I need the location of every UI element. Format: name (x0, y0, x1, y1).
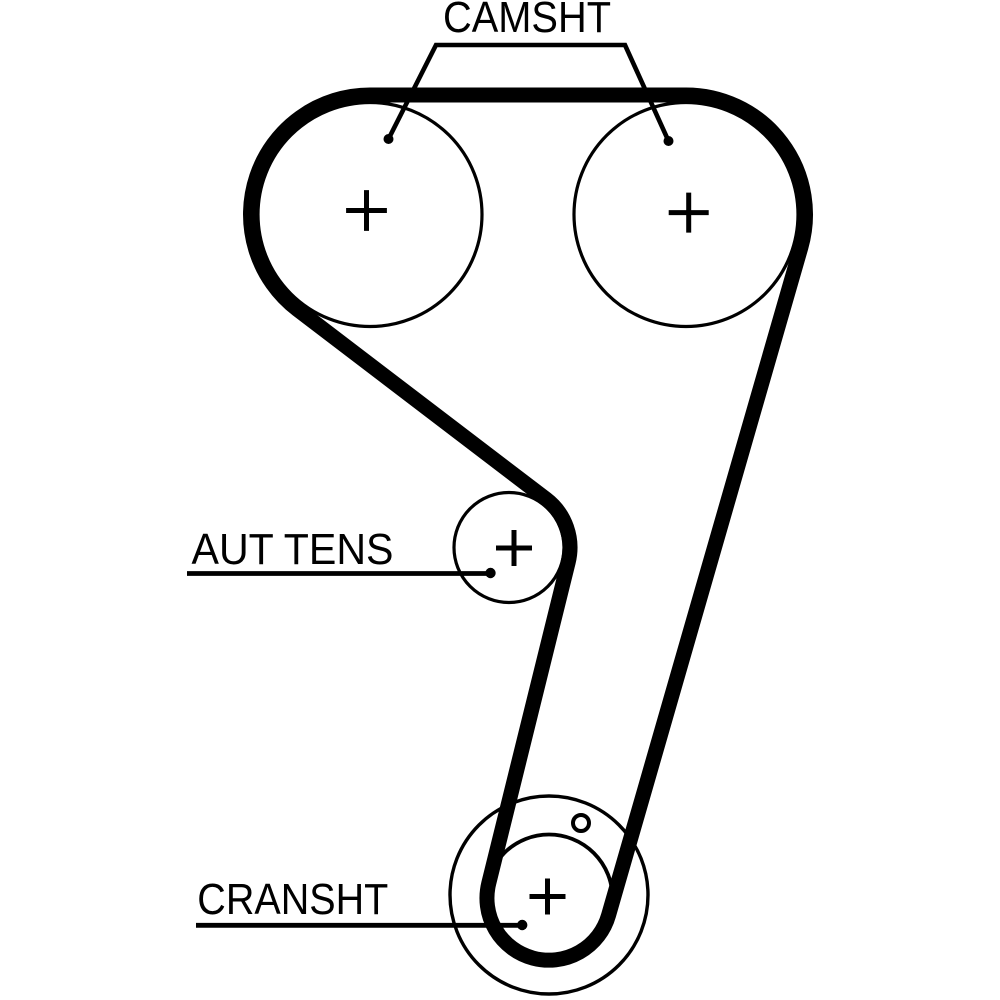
svg-text:AUT TENS: AUT TENS (192, 525, 394, 574)
svg-text:CRANSHT: CRANSHT (197, 875, 388, 924)
svg-text:CAMSHT: CAMSHT (443, 0, 611, 42)
